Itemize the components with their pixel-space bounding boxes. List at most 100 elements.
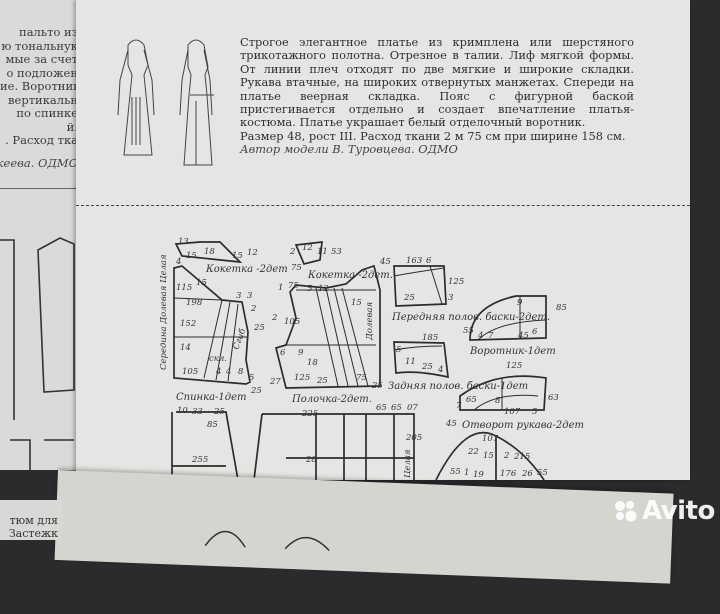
dimension-label: 25 bbox=[253, 323, 265, 333]
description-text: Строгое элегантное платье из кримплена и… bbox=[240, 35, 634, 130]
main-pattern-card: Строгое элегантное платье из кримплена и… bbox=[76, 0, 690, 480]
front-label: Полочка-2дет. bbox=[291, 394, 372, 405]
text-line: вертикальн bbox=[8, 93, 78, 107]
dimension-label: 55 bbox=[463, 326, 474, 336]
back-label: Спинка-1дет bbox=[176, 392, 247, 403]
dimension-label: 6 bbox=[532, 327, 538, 337]
dimension-label: 107 bbox=[504, 407, 521, 417]
dimension-label: 205 bbox=[405, 433, 422, 443]
dimension-label: 125 bbox=[506, 361, 522, 371]
dimension-label: 176 bbox=[500, 469, 517, 479]
dimension-label: 15 bbox=[232, 251, 243, 261]
dimension-label: 18 bbox=[307, 358, 318, 368]
dimension-label: 5 bbox=[307, 284, 312, 294]
left-card-author: океева. ОДМО bbox=[0, 156, 78, 170]
dimension-label: 4 bbox=[175, 257, 181, 267]
skirt-back-piece bbox=[171, 411, 239, 480]
dimension-label: 3 bbox=[247, 291, 252, 301]
collar-piece bbox=[469, 295, 547, 341]
back-peplum-piece bbox=[393, 341, 449, 379]
front-yoke-label: Кокетка -2дет. bbox=[307, 270, 393, 281]
dimension-label: 107 bbox=[482, 434, 499, 444]
avito-watermark: Avito bbox=[612, 496, 715, 526]
dimension-label: 55 bbox=[537, 468, 548, 478]
dimension-label: 65 bbox=[466, 395, 477, 405]
front-yoke-piece bbox=[294, 241, 323, 266]
dimension-label: 255 bbox=[191, 455, 208, 465]
cuff-label: Отворот рукава-2дет bbox=[462, 420, 584, 431]
front-peplum-piece bbox=[393, 265, 447, 307]
text-line: тюм для bbox=[9, 514, 58, 527]
dimension-label: 152 bbox=[180, 319, 196, 329]
collar-label: Воротник-1дет bbox=[469, 346, 556, 357]
dimension-label: 75 bbox=[291, 263, 302, 273]
dimension-label: 4 bbox=[437, 365, 443, 375]
left-pattern-card: пальто из ю тональнук мые за счет о подл… bbox=[0, 0, 82, 470]
dimension-label: 12 bbox=[302, 243, 313, 253]
dimension-label: 75 bbox=[356, 373, 367, 383]
dimension-label: 2 bbox=[271, 313, 277, 323]
dimension-label: 185 bbox=[422, 333, 438, 343]
dimension-label: 14 bbox=[180, 343, 191, 353]
dimension-label: 75 bbox=[288, 281, 299, 291]
text-line: мые за счет bbox=[5, 53, 78, 66]
dimension-label: 12 bbox=[247, 248, 258, 258]
watermark-text: Avito bbox=[642, 496, 715, 526]
dimension-label: 4 bbox=[215, 367, 221, 377]
dimension-label: 25 bbox=[421, 362, 433, 372]
dimension-label: 1 bbox=[278, 283, 283, 293]
dimension-label: 10 bbox=[177, 406, 188, 416]
dimension-label: 13 bbox=[178, 237, 189, 247]
dimension-label: 27 bbox=[269, 377, 281, 387]
center-back-mark: Середина Долевая Целая bbox=[159, 254, 169, 370]
dimension-label: 19 bbox=[473, 470, 484, 480]
dimension-label: 18 bbox=[204, 247, 215, 257]
dimension-label: 12 bbox=[318, 284, 329, 294]
dimension-label: 125 bbox=[448, 277, 464, 287]
dimension-label: 2 bbox=[503, 451, 509, 461]
dimension-label: 198 bbox=[186, 298, 203, 308]
text-line: Застежк bbox=[8, 527, 58, 540]
dimension-label: 33 bbox=[192, 407, 203, 417]
dimension-label: 15 bbox=[186, 251, 197, 261]
dimension-label: 28 bbox=[305, 455, 317, 465]
dimension-label: 53 bbox=[331, 247, 342, 257]
dress-sketch bbox=[117, 39, 214, 166]
dimension-label: 63 bbox=[548, 393, 559, 403]
dimension-label: 9 bbox=[298, 348, 304, 358]
dimension-label: 5 bbox=[532, 407, 537, 417]
back-piece bbox=[173, 265, 251, 385]
avito-logo-icon bbox=[615, 501, 637, 522]
dimension-label: 115 bbox=[176, 283, 192, 293]
bottom-card-sketch bbox=[204, 530, 330, 551]
dimension-label: 4 bbox=[225, 367, 231, 377]
dimension-label: 3 bbox=[448, 293, 453, 303]
cuff-piece bbox=[459, 375, 547, 411]
dimension-label: 11 bbox=[405, 357, 416, 367]
dimension-label: 45 bbox=[379, 257, 391, 267]
grain-mark: Долевая bbox=[365, 302, 375, 341]
dimension-label: 65 bbox=[376, 403, 387, 413]
dimension-label: 85 bbox=[556, 303, 567, 313]
text-line: пальто из bbox=[19, 26, 78, 39]
dimension-label: 25 bbox=[250, 386, 262, 396]
dimension-label: 85 bbox=[207, 420, 218, 430]
author-text: Автор модели В. Туровцева. ОДМО bbox=[240, 142, 458, 157]
dimension-label: 8 bbox=[495, 396, 501, 406]
dimension-label: 25 bbox=[371, 381, 383, 391]
whole-mark: Целая bbox=[403, 449, 413, 478]
dimension-label: 105 bbox=[284, 317, 300, 327]
dimension-label: 22 bbox=[467, 447, 479, 457]
dimension-label: 26 bbox=[521, 469, 533, 479]
dimension-label: 6 bbox=[426, 256, 432, 266]
dimension-label: 45 bbox=[517, 331, 529, 341]
dimension-label: 215 bbox=[513, 452, 530, 462]
bottom-left-text: тюм для Застежк bbox=[9, 514, 58, 540]
dimension-label: 15 bbox=[351, 298, 362, 308]
dimension-label: 9 bbox=[517, 298, 523, 308]
text-line: по спинке bbox=[16, 107, 78, 120]
dimension-label: 25 bbox=[213, 407, 225, 417]
bottom-pattern-card bbox=[54, 470, 674, 584]
divider bbox=[0, 188, 80, 189]
pattern-drawings: Середина Долевая Целая Долевая Сгиб Цела… bbox=[159, 237, 584, 480]
